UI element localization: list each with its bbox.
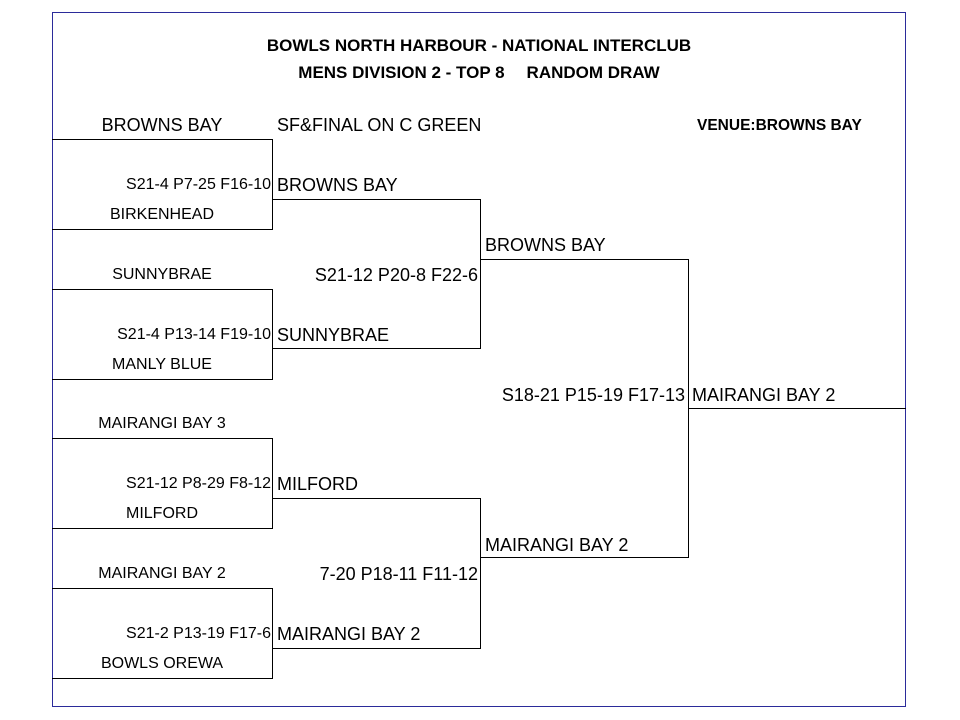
sf-entrant-mairangi-bay-2: MAIRANGI BAY 2 (277, 624, 421, 644)
sf-line-top-2 (272, 498, 481, 499)
final-line-bottom (480, 557, 689, 558)
r1-line-vert-4 (272, 588, 273, 678)
champion-line (688, 408, 906, 409)
sf-line-bottom-1 (272, 348, 481, 349)
green-note: SF&FINAL ON C GREEN (277, 115, 482, 135)
r1-line-top-2 (52, 289, 273, 290)
sf-score-match2: 7-20 P18-11 F11-12 (319, 564, 478, 584)
r1-team-milford: MILFORD (126, 505, 198, 522)
r1-team-mairangi-bay-3: MAIRANGI BAY 3 (98, 415, 226, 432)
sf-line-vert-1 (480, 199, 481, 348)
r1-score-match3: S21-12 P8-29 F8-12 (126, 475, 271, 492)
r1-line-bottom-3 (52, 528, 273, 529)
bracket-frame (52, 12, 906, 707)
r1-line-vert-1 (272, 139, 273, 229)
final-line-top (480, 259, 689, 260)
draw-type-label: RANDOM DRAW (526, 63, 660, 82)
sf-entrant-sunnybrae: SUNNYBRAE (277, 325, 390, 345)
sf-line-vert-2 (480, 498, 481, 648)
r1-score-match4: S21-2 P13-19 F17-6 (126, 625, 271, 642)
r1-team-sunnybrae: SUNNYBRAE (112, 266, 212, 283)
venue-label: VENUE:BROWNS BAY (697, 117, 862, 134)
sf-entrant-browns-bay: BROWNS BAY (277, 175, 398, 195)
r1-team-bowls-orewa: BOWLS OREWA (100, 655, 224, 672)
r1-score-match1: S21-4 P7-25 F16-10 (126, 176, 271, 193)
sf-score-match1: S21-12 P20-8 F22-6 (314, 265, 478, 285)
r1-line-bottom-1 (52, 229, 273, 230)
final-score: S18-21 P15-19 F17-13 (501, 385, 685, 405)
sf-line-top-1 (272, 199, 481, 200)
r1-line-top-3 (52, 438, 273, 439)
r1-line-bottom-2 (52, 379, 273, 380)
finalist-mairangi-bay-2: MAIRANGI BAY 2 (485, 535, 629, 555)
champion-mairangi-bay-2: MAIRANGI BAY 2 (692, 385, 836, 405)
r1-team-browns-bay: BROWNS BAY (101, 115, 223, 135)
page-title: BOWLS NORTH HARBOUR - NATIONAL INTERCLUB (266, 36, 692, 55)
sf-entrant-milford: MILFORD (277, 474, 358, 494)
r1-team-manly-blue: MANLY BLUE (112, 356, 212, 373)
r1-line-top-4 (52, 588, 273, 589)
r1-line-top-1 (52, 139, 273, 140)
r1-score-match2: S21-4 P13-14 F19-10 (117, 326, 271, 343)
r1-line-vert-2 (272, 289, 273, 379)
r1-line-vert-3 (272, 438, 273, 528)
division-label: MENS DIVISION 2 - TOP 8 (298, 63, 505, 82)
r1-team-mairangi-bay-2: MAIRANGI BAY 2 (98, 565, 226, 582)
finalist-browns-bay: BROWNS BAY (485, 235, 606, 255)
page-subtitle: MENS DIVISION 2 - TOP 8 RANDOM DRAW (52, 63, 906, 83)
sf-line-bottom-2 (272, 648, 481, 649)
r1-team-birkenhead: BIRKENHEAD (109, 206, 215, 223)
r1-line-bottom-4 (52, 678, 273, 679)
